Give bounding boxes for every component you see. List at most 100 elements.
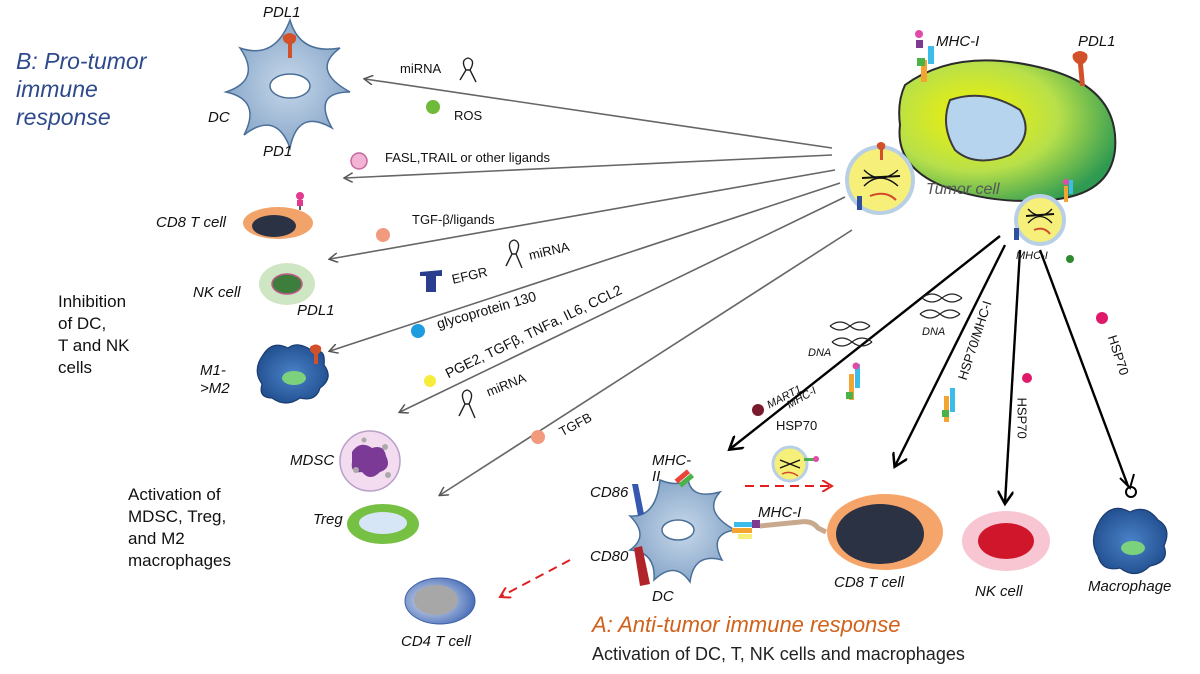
label-pdl1-tumor: PDL1	[1078, 33, 1116, 50]
inhibition-line4: cells	[58, 358, 93, 377]
arrow-to-dc	[365, 79, 833, 149]
label-mhc-tumor: MHC-I	[936, 33, 980, 50]
cd80-receptor	[634, 546, 650, 586]
label-cd80: CD80	[590, 548, 629, 565]
activation-line3: and M2	[128, 529, 185, 548]
arrow-to-dc-bottom	[730, 235, 1001, 449]
activation-text: Activation of MDSC, Treg, and M2 macroph…	[128, 484, 231, 572]
pdl1-receptor-tumor	[1072, 51, 1088, 86]
label-dna-2: DNA	[922, 326, 946, 338]
mhc-i-receptor-dc	[732, 520, 760, 539]
label-dc-bottom: DC	[652, 588, 674, 605]
label-hsp70-exo: HSP70	[776, 418, 818, 433]
label-tgfb-ligands: TGF-β/ligands	[412, 212, 495, 227]
label-mhc2-a: MHC-	[652, 452, 692, 469]
label-mhc-exo: MHC-I	[1016, 250, 1048, 262]
exosome-right	[1014, 179, 1073, 246]
mhc-i-molecule-arrow	[846, 362, 860, 400]
label-mhc-dc: MHC-I	[758, 504, 802, 521]
tgfb-dot	[531, 430, 545, 444]
arrow-to-nk-right	[1005, 249, 1022, 503]
section-b-line3: response	[16, 104, 111, 130]
arrow-to-mdsc	[400, 196, 846, 412]
inhibition-line3: T and NK	[58, 336, 130, 355]
arrow-to-m2	[330, 182, 841, 351]
cd8-left-cell	[243, 192, 313, 239]
inhibition-text: Inhibition of DC, T and NK cells	[58, 291, 130, 379]
label-pdl1-nk: PDL1	[297, 302, 335, 319]
label-treg: Treg	[313, 511, 343, 528]
dna-icon-2	[919, 293, 963, 319]
label-cd8-right: CD8 T cell	[834, 574, 905, 591]
arrow-to-nk	[330, 169, 836, 259]
dc-bottom-cell	[627, 469, 760, 586]
egfr-icon	[420, 270, 442, 292]
arrow-macrophage-end	[1125, 486, 1137, 498]
macrophage-right-cell	[1092, 507, 1168, 575]
anti-tumor-arrows	[730, 235, 1137, 503]
tumor-cell	[898, 30, 1117, 202]
exosome-upper	[845, 142, 915, 215]
label-pdl1-top: PDL1	[263, 4, 301, 21]
label-cd4: CD4 T cell	[401, 633, 472, 650]
hsp70-mhc-molecule	[942, 388, 955, 422]
label-mhc2-b: II	[652, 468, 661, 485]
m2-macrophage-cell	[256, 344, 329, 404]
section-a-title: A: Anti-tumor immune response	[592, 612, 901, 637]
mirna-icon-3	[458, 389, 476, 419]
cd8-right-cell	[827, 494, 943, 570]
label-mirna-1: miRNA	[400, 61, 442, 76]
hsp70-dot-mac	[1096, 312, 1108, 324]
mart1-dot	[752, 404, 764, 416]
label-nk-left: NK cell	[193, 284, 241, 301]
label-nk-right: NK cell	[975, 583, 1023, 600]
inhibition-line2: of DC,	[58, 314, 107, 333]
hsp70-dot-nk	[1022, 373, 1032, 383]
label-pd1: PD1	[263, 143, 293, 160]
tcr-link	[759, 519, 828, 535]
inhibition-line1: Inhibition	[58, 292, 127, 311]
mhc-i-receptor-tumor	[915, 30, 934, 82]
mdsc-cell	[339, 430, 401, 492]
arrow-to-cd8-right	[895, 244, 1007, 466]
exosome-mid	[771, 445, 819, 483]
dna-icon-1	[829, 321, 873, 347]
dashed-arrow-dc-to-cd4	[500, 559, 571, 597]
green-dot-mhc	[1066, 255, 1074, 263]
arrow-macrophage-head	[1119, 473, 1135, 490]
gp130-dot	[411, 324, 425, 338]
activation-line4: macrophages	[128, 551, 232, 570]
activation-line2: MDSC, Treg,	[128, 507, 227, 526]
pro-tumor-arrows	[330, 79, 853, 495]
label-macrophage: Macrophage	[1088, 578, 1172, 595]
label-dc-top: DC	[208, 109, 230, 126]
fasl-dot	[350, 152, 368, 170]
label-m1m2-a: M1-	[200, 362, 226, 379]
label-tumor: Tumor cell	[926, 181, 1000, 198]
label-m1m2-b: >M2	[200, 380, 230, 397]
label-cd8-left: CD8 T cell	[156, 214, 227, 231]
activation-line1: Activation of	[128, 485, 221, 504]
label-ros: ROS	[454, 108, 483, 123]
dc-top-cell	[223, 17, 351, 151]
tgfb-ligand-dot	[376, 228, 390, 242]
pge2-dot	[424, 375, 436, 387]
ros-dot	[426, 100, 440, 114]
treg-cell	[347, 504, 419, 544]
nk-right-cell	[962, 511, 1050, 571]
pdl1-receptor-m2	[309, 344, 322, 364]
cd4-cell	[404, 577, 476, 625]
mhc-ii-receptor	[674, 469, 695, 488]
label-dna-1: DNA	[808, 347, 832, 359]
mirna-icon-2	[505, 239, 523, 269]
section-b-title: B: Pro-tumor immune response	[16, 47, 146, 131]
nk-left-cell	[259, 263, 315, 305]
section-b-line2: immune	[16, 76, 98, 102]
arrow-to-treg	[440, 229, 853, 495]
cd86-receptor	[632, 484, 644, 516]
label-hsp70-nk: HSP70	[1014, 397, 1030, 439]
pdl1-receptor-top	[282, 33, 297, 58]
section-a-subtitle: Activation of DC, T, NK cells and macrop…	[592, 644, 965, 664]
label-cd86: CD86	[590, 484, 629, 501]
